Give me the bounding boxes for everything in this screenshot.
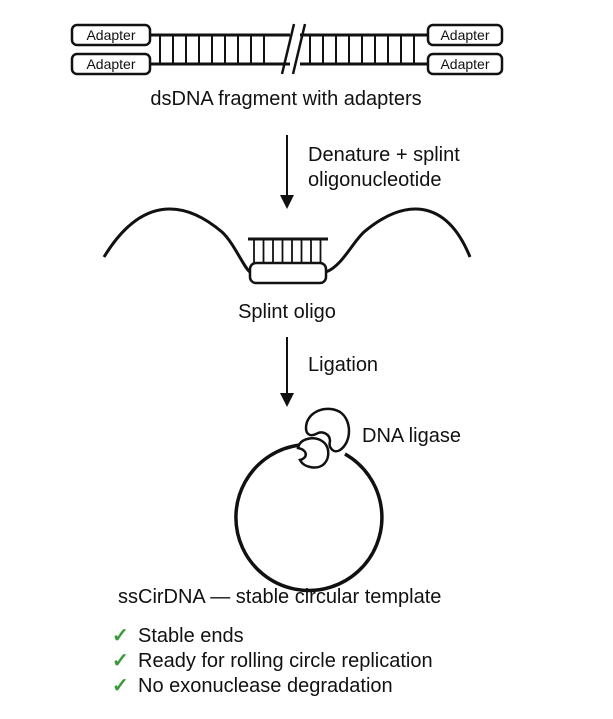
benefit-text: Stable ends bbox=[138, 625, 244, 647]
adapter-box-bottom-right bbox=[426, 52, 504, 76]
base-pair-rungs bbox=[159, 36, 415, 63]
adapter-box-top-right bbox=[426, 23, 504, 47]
benefit-item: ✓ Ready for rolling circle replication bbox=[112, 649, 433, 673]
benefit-item: ✓ Stable ends bbox=[112, 624, 244, 648]
checkmark-icon: ✓ bbox=[112, 650, 129, 672]
ligase-label: DNA ligase bbox=[362, 425, 461, 447]
fragment-caption: dsDNA fragment with adapters bbox=[150, 88, 421, 110]
dna-ligase-icon bbox=[296, 407, 351, 469]
splint-oligo-box bbox=[248, 261, 328, 285]
break-mark bbox=[280, 23, 296, 75]
adapter-label-bottom-left: Adapter bbox=[86, 56, 135, 72]
checkmark-icon: ✓ bbox=[112, 625, 129, 647]
splint-base-pairs bbox=[253, 240, 322, 263]
adapter-box-bottom-left bbox=[70, 52, 152, 76]
step2-label: Ligation bbox=[308, 354, 378, 376]
ssdna-with-splint bbox=[102, 207, 472, 285]
step1-label-line1: Denature + splint bbox=[308, 144, 460, 166]
checkmark-icon: ✓ bbox=[112, 675, 129, 697]
benefit-text: No exonuclease degradation bbox=[138, 675, 393, 697]
adapter-label-bottom-right: Adapter bbox=[440, 56, 489, 72]
benefit-text: Ready for rolling circle replication bbox=[138, 650, 433, 672]
splint-caption: Splint oligo bbox=[238, 301, 336, 323]
dsdna-fragment: Adapter Adapter Adapter Adapter bbox=[70, 23, 504, 76]
arrow-down-icon bbox=[280, 135, 294, 209]
circle-caption: ssCirDNA — stable circular template bbox=[118, 586, 441, 608]
step1-label-line2: oligonucleotide bbox=[308, 169, 441, 191]
adapter-label-top-left: Adapter bbox=[86, 27, 135, 43]
break-mark bbox=[291, 23, 307, 75]
arrow-down-icon bbox=[280, 337, 294, 407]
circular-dna bbox=[234, 443, 384, 593]
adapter-box-top-left bbox=[70, 23, 152, 47]
benefit-item: ✓ No exonuclease degradation bbox=[112, 674, 393, 698]
adapter-label-top-right: Adapter bbox=[440, 27, 489, 43]
